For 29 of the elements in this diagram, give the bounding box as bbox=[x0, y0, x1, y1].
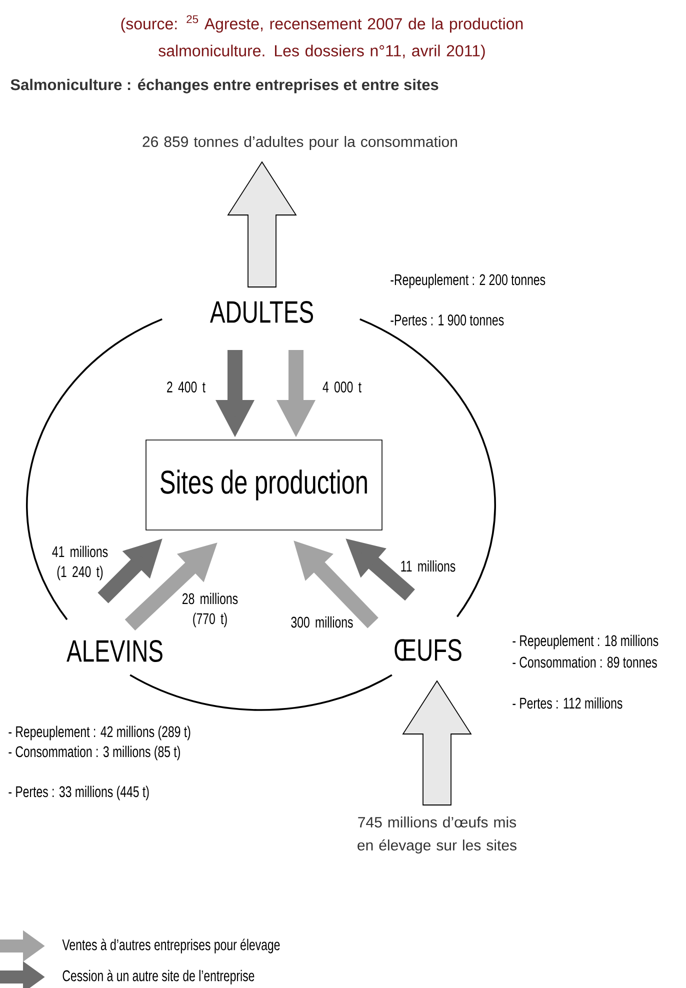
edge-label: 2 400 t bbox=[167, 382, 206, 392]
block-arrow bbox=[227, 161, 297, 288]
stage-label: ŒUFS bbox=[394, 639, 462, 661]
block-arrow bbox=[402, 680, 472, 806]
note-text: -Pertes : 1 900 tonnes bbox=[390, 314, 504, 326]
cycle-arc bbox=[26, 318, 162, 620]
edge-label: 11 millions bbox=[401, 560, 456, 572]
flow-text: 26 859 tonnes d’adultes pour la consommation bbox=[142, 136, 457, 150]
note-text: - Pertes : 33 millions (445 t) bbox=[8, 786, 149, 800]
stage-label: ADULTES bbox=[210, 301, 313, 323]
edge-label: 4 000 t bbox=[322, 382, 362, 392]
legend-text: Cession à un autre site de l’entreprise bbox=[62, 970, 254, 984]
note-text: - Consommation : 3 millions (85 t) bbox=[8, 746, 180, 760]
legend-text: Ventes à d’autres entreprises pour élevage bbox=[62, 938, 280, 954]
note-text: -Repeuplement : 2 200 tonnes bbox=[390, 274, 546, 288]
edge-label: 28 millions (770 t) bbox=[182, 592, 238, 628]
note-text: - Pertes : 112 millions bbox=[512, 697, 622, 709]
cycle-arc bbox=[130, 674, 392, 711]
cycle-arc bbox=[360, 318, 496, 618]
source-note: (source: $^{25}$ Agreste, recensement 2007 de la production salmoniculture. Les dossiers n°11, avril 2011) bbox=[121, 15, 523, 60]
stage-label: ALEVINS bbox=[66, 640, 162, 662]
note-text: - Consommation : 89 tonnes bbox=[512, 656, 657, 668]
edge-label: 300 millions bbox=[291, 616, 353, 628]
note-text: - Repeuplement : 18 millions bbox=[512, 634, 658, 650]
process-box: Sites de production bbox=[146, 440, 382, 530]
diagram-title: Salmoniculture : échanges entre entreprises et entre sites bbox=[10, 78, 438, 94]
note-text: - Repeuplement : 42 millions (289 t) bbox=[8, 726, 190, 740]
flow-text: 745 millions d’œufs mis en élevage sur les sites bbox=[358, 816, 516, 854]
edge-label: 41 millions (1 240 t) bbox=[52, 546, 108, 580]
